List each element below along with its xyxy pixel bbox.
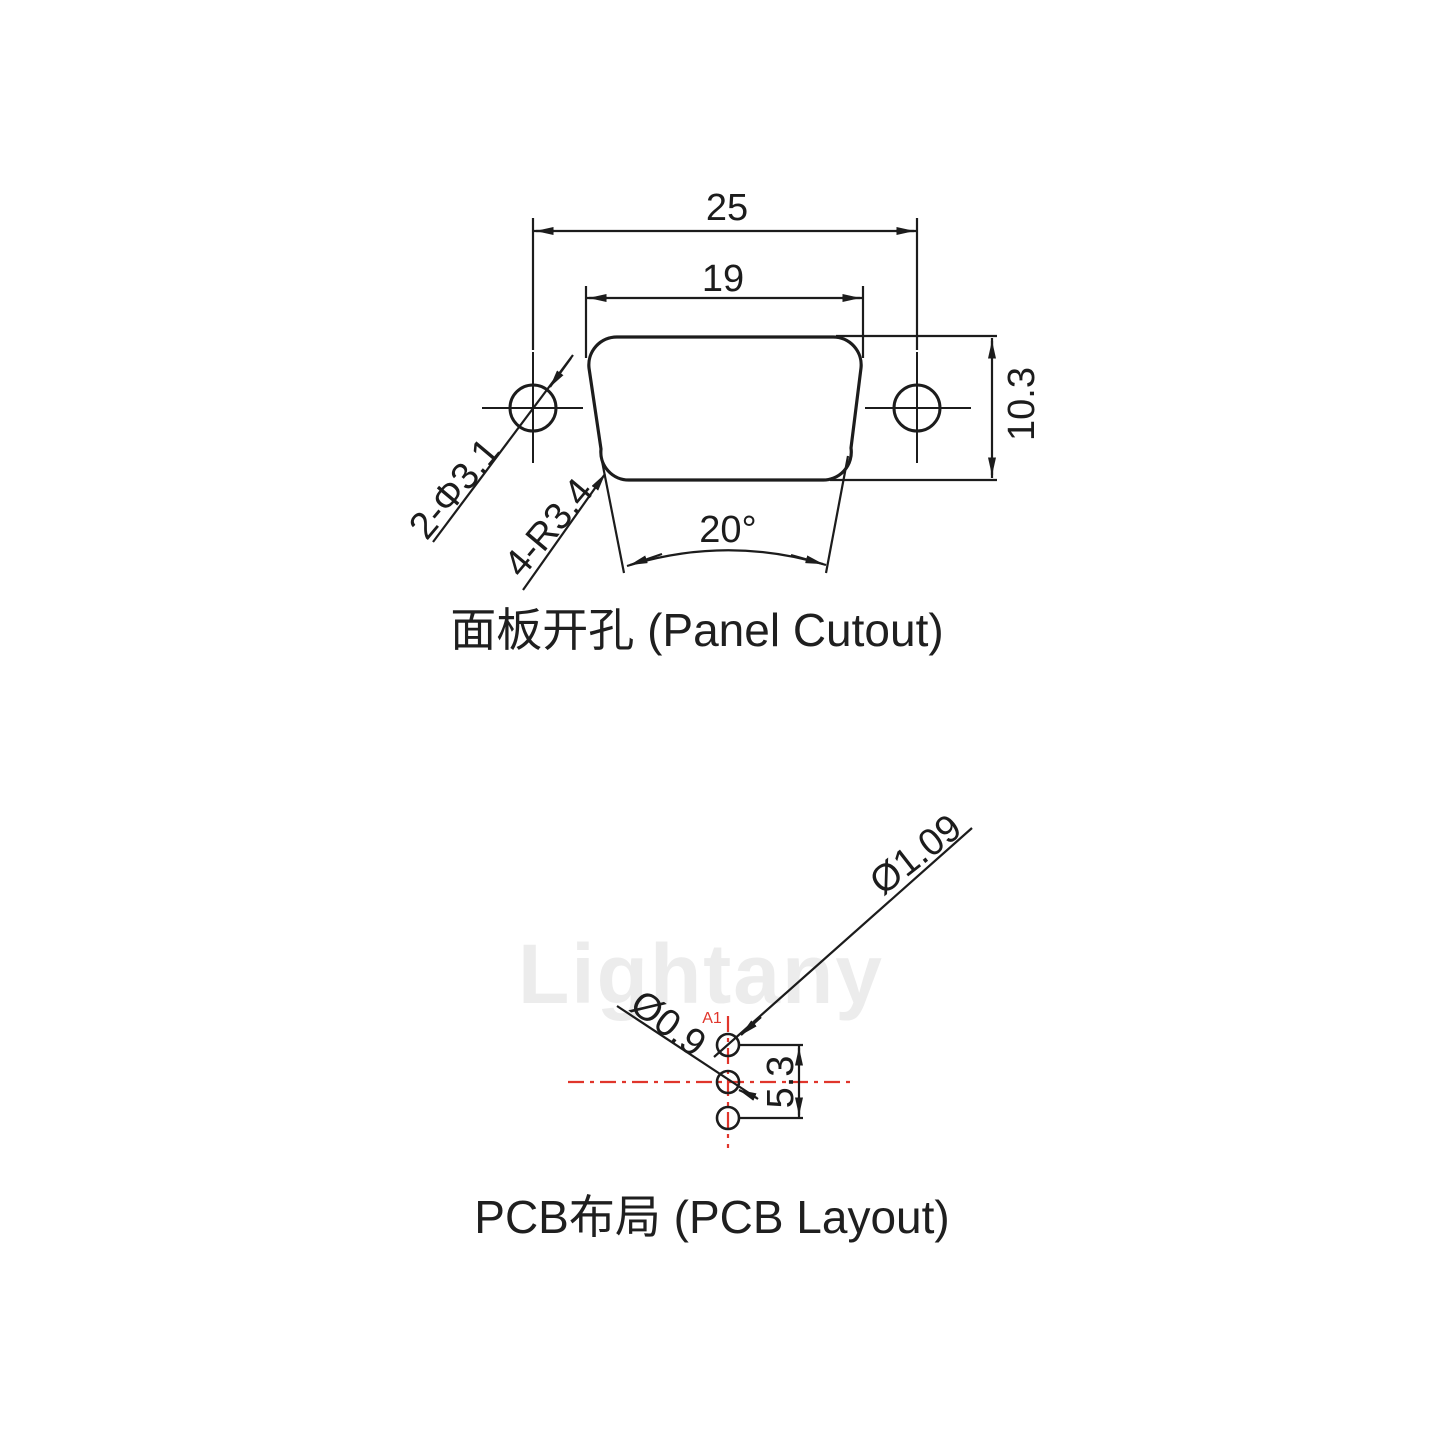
angle-20-dimension bbox=[599, 455, 850, 574]
mount-hole-right bbox=[865, 352, 971, 463]
dimension-10-3 bbox=[830, 334, 997, 482]
dim-label-10-3: 10.3 bbox=[1001, 367, 1043, 441]
pcb-layout-caption: PCB布局 (PCB Layout) bbox=[474, 1191, 950, 1243]
panel-cutout-outline bbox=[587, 335, 863, 482]
leader-mount-hole-dia bbox=[432, 354, 574, 543]
dim-label-19: 19 bbox=[701, 258, 745, 300]
leader-hole-dia-small bbox=[616, 1005, 759, 1101]
leader-hole-dia-large bbox=[713, 827, 973, 1058]
dimension-25 bbox=[531, 218, 919, 350]
dim-label-5-3: 5.3 bbox=[760, 1055, 802, 1109]
panel-cutout-view bbox=[432, 218, 997, 591]
leader-corner-radius bbox=[522, 473, 606, 591]
watermark-text: Lightany bbox=[518, 927, 884, 1021]
dim-label-25: 25 bbox=[705, 187, 749, 229]
panel-cutout-caption: 面板开孔 (Panel Cutout) bbox=[450, 604, 944, 656]
dim-label-20deg: 20° bbox=[699, 509, 757, 551]
pcb-layout-view bbox=[568, 827, 973, 1148]
pcb-pin-holes bbox=[715, 1032, 741, 1131]
dimension-5-3 bbox=[740, 1043, 803, 1120]
pcb-centerlines bbox=[568, 1016, 852, 1148]
dimension-19 bbox=[584, 286, 865, 358]
pin-a1-label: A1 bbox=[702, 1010, 722, 1027]
